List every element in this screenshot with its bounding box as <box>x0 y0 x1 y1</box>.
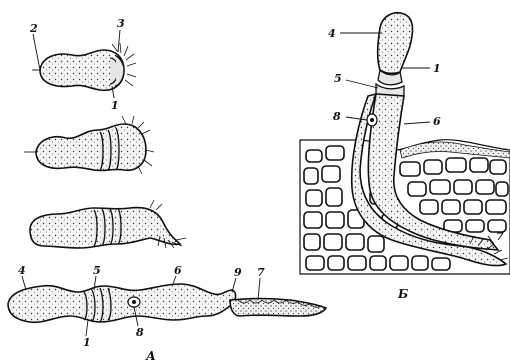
label-8: 8 <box>136 326 144 339</box>
worm-band <box>110 209 113 245</box>
worm-body <box>36 124 146 171</box>
worm-body <box>8 284 236 322</box>
worm-stage-1: 2 3 1 <box>29 17 136 112</box>
label-3: 3 <box>117 17 125 30</box>
label-4: 4 <box>328 27 336 40</box>
organ-8-core <box>370 118 374 122</box>
worm-stage-2 <box>24 116 154 174</box>
label-8: 8 <box>333 110 341 123</box>
label-7: 7 <box>496 230 504 243</box>
leader-9 <box>232 278 236 292</box>
label-6: 6 <box>433 115 441 128</box>
leader-5 <box>346 80 378 88</box>
leader-3 <box>118 30 120 52</box>
worm-band <box>94 210 97 246</box>
worm-tail <box>230 299 326 317</box>
label-5: 5 <box>334 72 342 85</box>
leader-2 <box>33 34 40 70</box>
label-5: 5 <box>93 264 101 277</box>
panel-a: 2 3 1 <box>8 17 326 363</box>
leader-6 <box>404 122 430 124</box>
panel-b-letter: Б <box>397 287 408 301</box>
label-1: 1 <box>83 336 91 349</box>
leader-4 <box>22 276 26 290</box>
panel-b: 4 1 5 8 6 7 Б <box>300 13 510 301</box>
label-1: 1 <box>111 99 119 112</box>
worm-band <box>108 130 111 170</box>
label-9: 9 <box>234 266 242 279</box>
leader-1 <box>86 320 88 336</box>
panel-a-letter: А <box>145 349 156 363</box>
label-6: 6 <box>174 264 182 277</box>
worm-stage-3 <box>30 200 186 248</box>
worm-band <box>102 209 105 246</box>
worm-b-head <box>378 13 413 74</box>
worm-band <box>100 132 103 170</box>
leader-7 <box>258 278 260 300</box>
organ-8-core <box>132 300 136 304</box>
worm-stage-4: 4 5 6 9 7 1 8 <box>8 264 326 349</box>
label-1: 1 <box>433 62 441 75</box>
label-4: 4 <box>18 264 26 277</box>
label-7: 7 <box>257 266 265 279</box>
label-2: 2 <box>29 22 38 35</box>
